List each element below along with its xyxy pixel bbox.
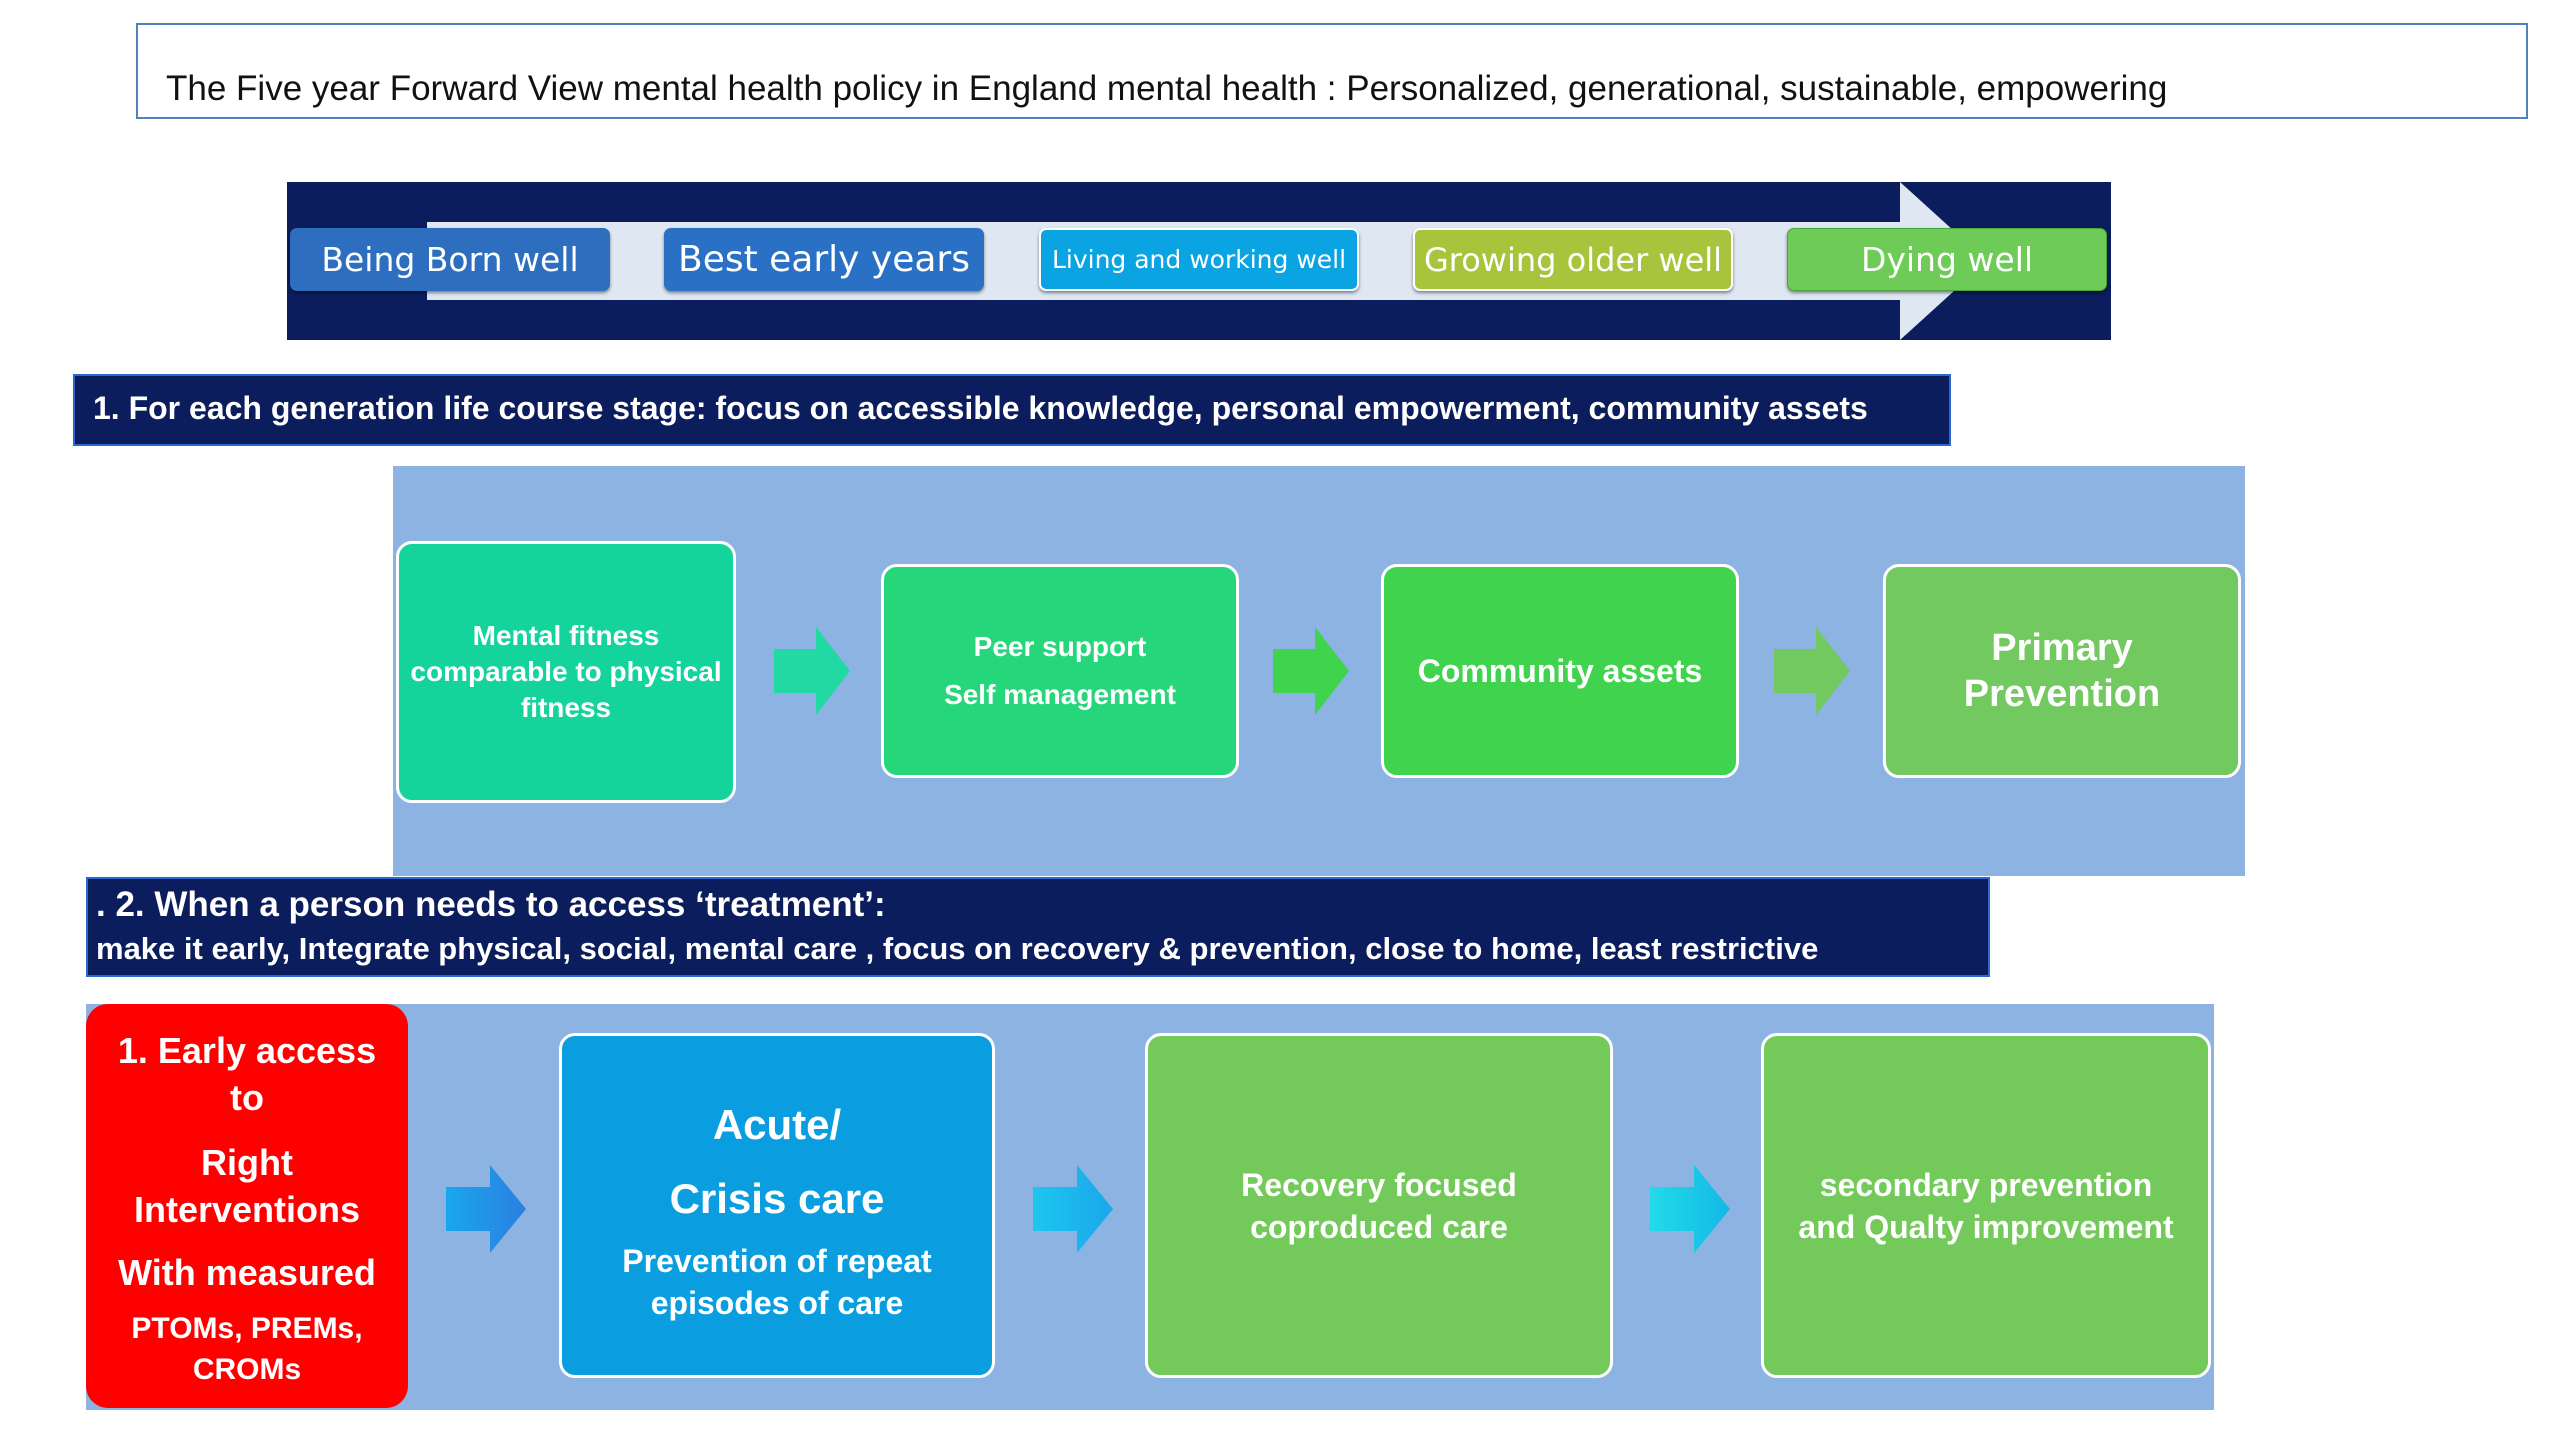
section2-heading-line1: . 2. When a person needs to access ‘trea… <box>96 885 886 924</box>
early-access-line3: Right <box>201 1141 293 1183</box>
recovery-line2: coproduced care <box>1250 1208 1508 1245</box>
arrow-right-icon <box>1033 1165 1113 1253</box>
life-course-banner: Being Born well Best early years Living … <box>287 182 2111 340</box>
community-assets-box: Community assets <box>1381 564 1739 778</box>
mental-fitness-line3: fitness <box>520 692 612 723</box>
primary-prevention-line1: Primary <box>1991 627 2133 669</box>
secondary-line2: and Qualty improvement <box>1798 1208 2174 1245</box>
peer-support-line2: Self management <box>944 679 1176 710</box>
recovery-focused-box: Recovery focused coproduced care <box>1145 1033 1613 1378</box>
stage-being-born-well: Being Born well <box>290 228 610 291</box>
mental-fitness-line2: comparable to physical <box>410 656 722 687</box>
stage-best-early-years: Best early years <box>664 228 984 291</box>
arrow-right-icon <box>446 1165 526 1253</box>
section1-heading: 1. For each generation life course stage… <box>73 374 1951 446</box>
acute-sub2: episodes of care <box>650 1284 904 1321</box>
early-access-box: 1. Early access to Right Interventions W… <box>86 1004 408 1408</box>
early-access-line6: PTOMs, PREMs, <box>131 1311 363 1345</box>
stage-dying-well: Dying well <box>1787 228 2107 291</box>
acute-sub1: Prevention of repeat <box>622 1242 932 1279</box>
recovery-line1: Recovery focused <box>1241 1166 1517 1203</box>
acute-crisis-care-box: Acute/ Crisis care Prevention of repeat … <box>559 1033 995 1378</box>
arrow-right-icon <box>1774 627 1850 715</box>
mental-fitness-box: Mental fitness comparable to physical fi… <box>396 541 736 803</box>
acute-line2: Crisis care <box>669 1174 885 1222</box>
primary-prevention-line2: Prevention <box>1963 673 2161 715</box>
early-access-line4: Interventions <box>133 1188 361 1230</box>
secondary-prevention-box: secondary prevention and Qualty improvem… <box>1761 1033 2211 1378</box>
early-access-line7: CROMs <box>192 1352 302 1386</box>
arrow-right-icon <box>1273 627 1349 715</box>
early-access-line1: 1. Early access <box>117 1029 377 1071</box>
mental-fitness-line1: Mental fitness <box>472 620 660 651</box>
primary-prevention-box: Primary Prevention <box>1883 564 2241 778</box>
arrow-right-icon <box>774 627 850 715</box>
acute-line1: Acute/ <box>712 1100 842 1148</box>
page-title: The Five year Forward View mental health… <box>166 69 2168 108</box>
stage-living-and-working-well: Living and working well <box>1039 228 1359 291</box>
stage-growing-older-well: Growing older well <box>1413 228 1733 291</box>
peer-support-line1: Peer support <box>973 631 1147 662</box>
secondary-line1: secondary prevention <box>1819 1166 2153 1203</box>
title-box: The Five year Forward View mental health… <box>136 23 2528 119</box>
section2-heading-line2: make it early, Integrate physical, socia… <box>96 931 1819 966</box>
peer-support-box: Peer support Self management <box>881 564 1239 778</box>
arrow-right-icon <box>1650 1165 1730 1253</box>
community-assets-line1: Community assets <box>1417 652 1703 689</box>
early-access-line2: to <box>230 1076 264 1118</box>
early-access-line5: With measured <box>118 1251 376 1293</box>
section2-heading: . 2. When a person needs to access ‘trea… <box>86 877 1990 977</box>
